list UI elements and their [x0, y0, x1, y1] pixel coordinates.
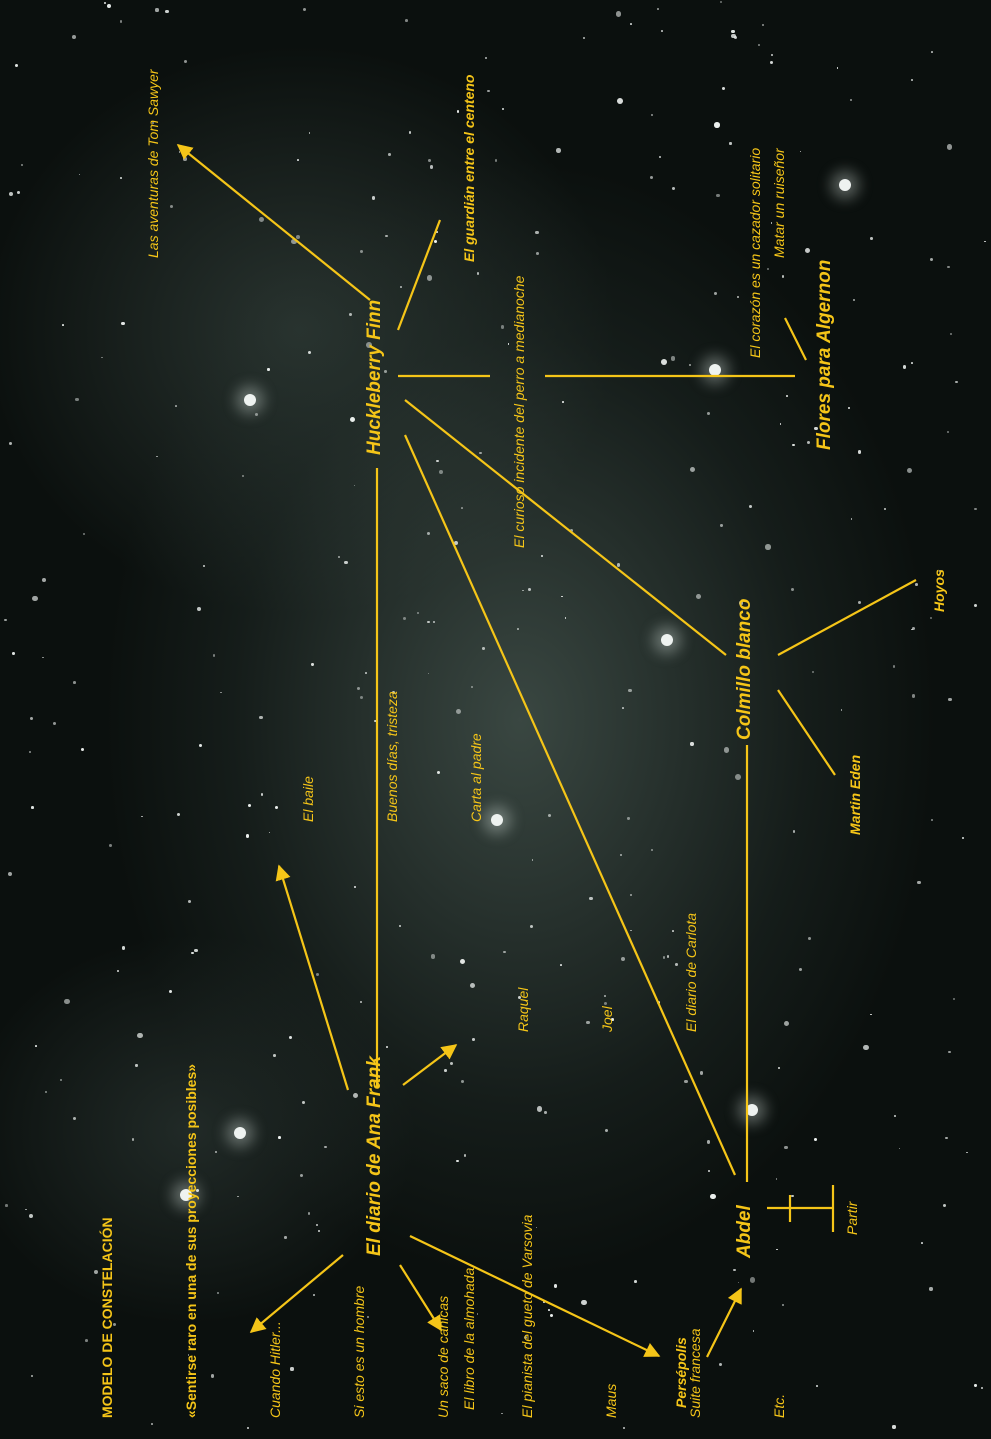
label-group-raquel: Raquel Joel El diario de Carlota [453, 913, 761, 1032]
link-huck-tom [178, 145, 370, 300]
intro-list-item: Cuando Hitler... [261, 1064, 289, 1418]
label-group-item: El diario de Carlota [677, 913, 705, 1032]
node-ana-frank: El diario de Ana Frank [361, 1056, 389, 1256]
page-title: MODELO DE CONSTELACIÓN [93, 1064, 121, 1418]
intro-list-item: Maus [597, 1064, 625, 1418]
intro-list-item: Un saco de canicas [429, 1064, 457, 1418]
label-matar-ruisenor: Matar un ruiseñor [765, 148, 793, 258]
node-hoyos: Hoyos [925, 569, 953, 612]
label-group-item: Buenos días, tristeza [378, 691, 406, 822]
page-subtitle: «Sentirse raro en una de sus proyeccione… [177, 1064, 205, 1418]
label-group-item: El baile [294, 691, 322, 822]
link-colmillo-martin [778, 690, 835, 775]
label-group-item: Carta al padre [462, 691, 490, 822]
label-tom-sawyer: Las aventuras de Tom Sawyer [139, 69, 167, 258]
link-anafrank-baile [279, 866, 348, 1090]
title-block: MODELO DE CONSTELACIÓN «Sentirse raro en… [37, 1064, 849, 1418]
label-group-item: Joel [593, 913, 621, 1032]
node-colmillo-blanco: Colmillo blanco [731, 599, 759, 740]
link-colmillo-hoyos [778, 580, 916, 655]
link-algernon-corazon [785, 318, 806, 360]
node-abdel: Abdel [731, 1205, 759, 1258]
intro-list-item: El pianista del gueto de Varsovia [513, 1064, 541, 1418]
label-partir: Partir [838, 1202, 866, 1235]
node-persepolis: Persépolis [667, 1337, 695, 1408]
label-group-item: Raquel [509, 913, 537, 1032]
link-huck-colmillo [405, 400, 726, 655]
label-perro-medianoche: El curioso incidente del perro a mediano… [505, 276, 533, 548]
node-flores-para-algernon: Flores para Algernon [811, 260, 839, 450]
node-huckleberry-finn: Huckleberry Finn [361, 300, 389, 455]
label-group-baile: El baile Buenos días, tristeza Carta al … [238, 691, 546, 822]
link-huck-guardian [398, 220, 440, 330]
label-libro-almohada: El libro de la almohada [455, 1268, 483, 1410]
intro-list-item: Etc. [765, 1064, 793, 1418]
node-martin-eden: Martin Eden [841, 755, 869, 835]
node-guardian: El guardián entre el centeno [455, 75, 483, 263]
